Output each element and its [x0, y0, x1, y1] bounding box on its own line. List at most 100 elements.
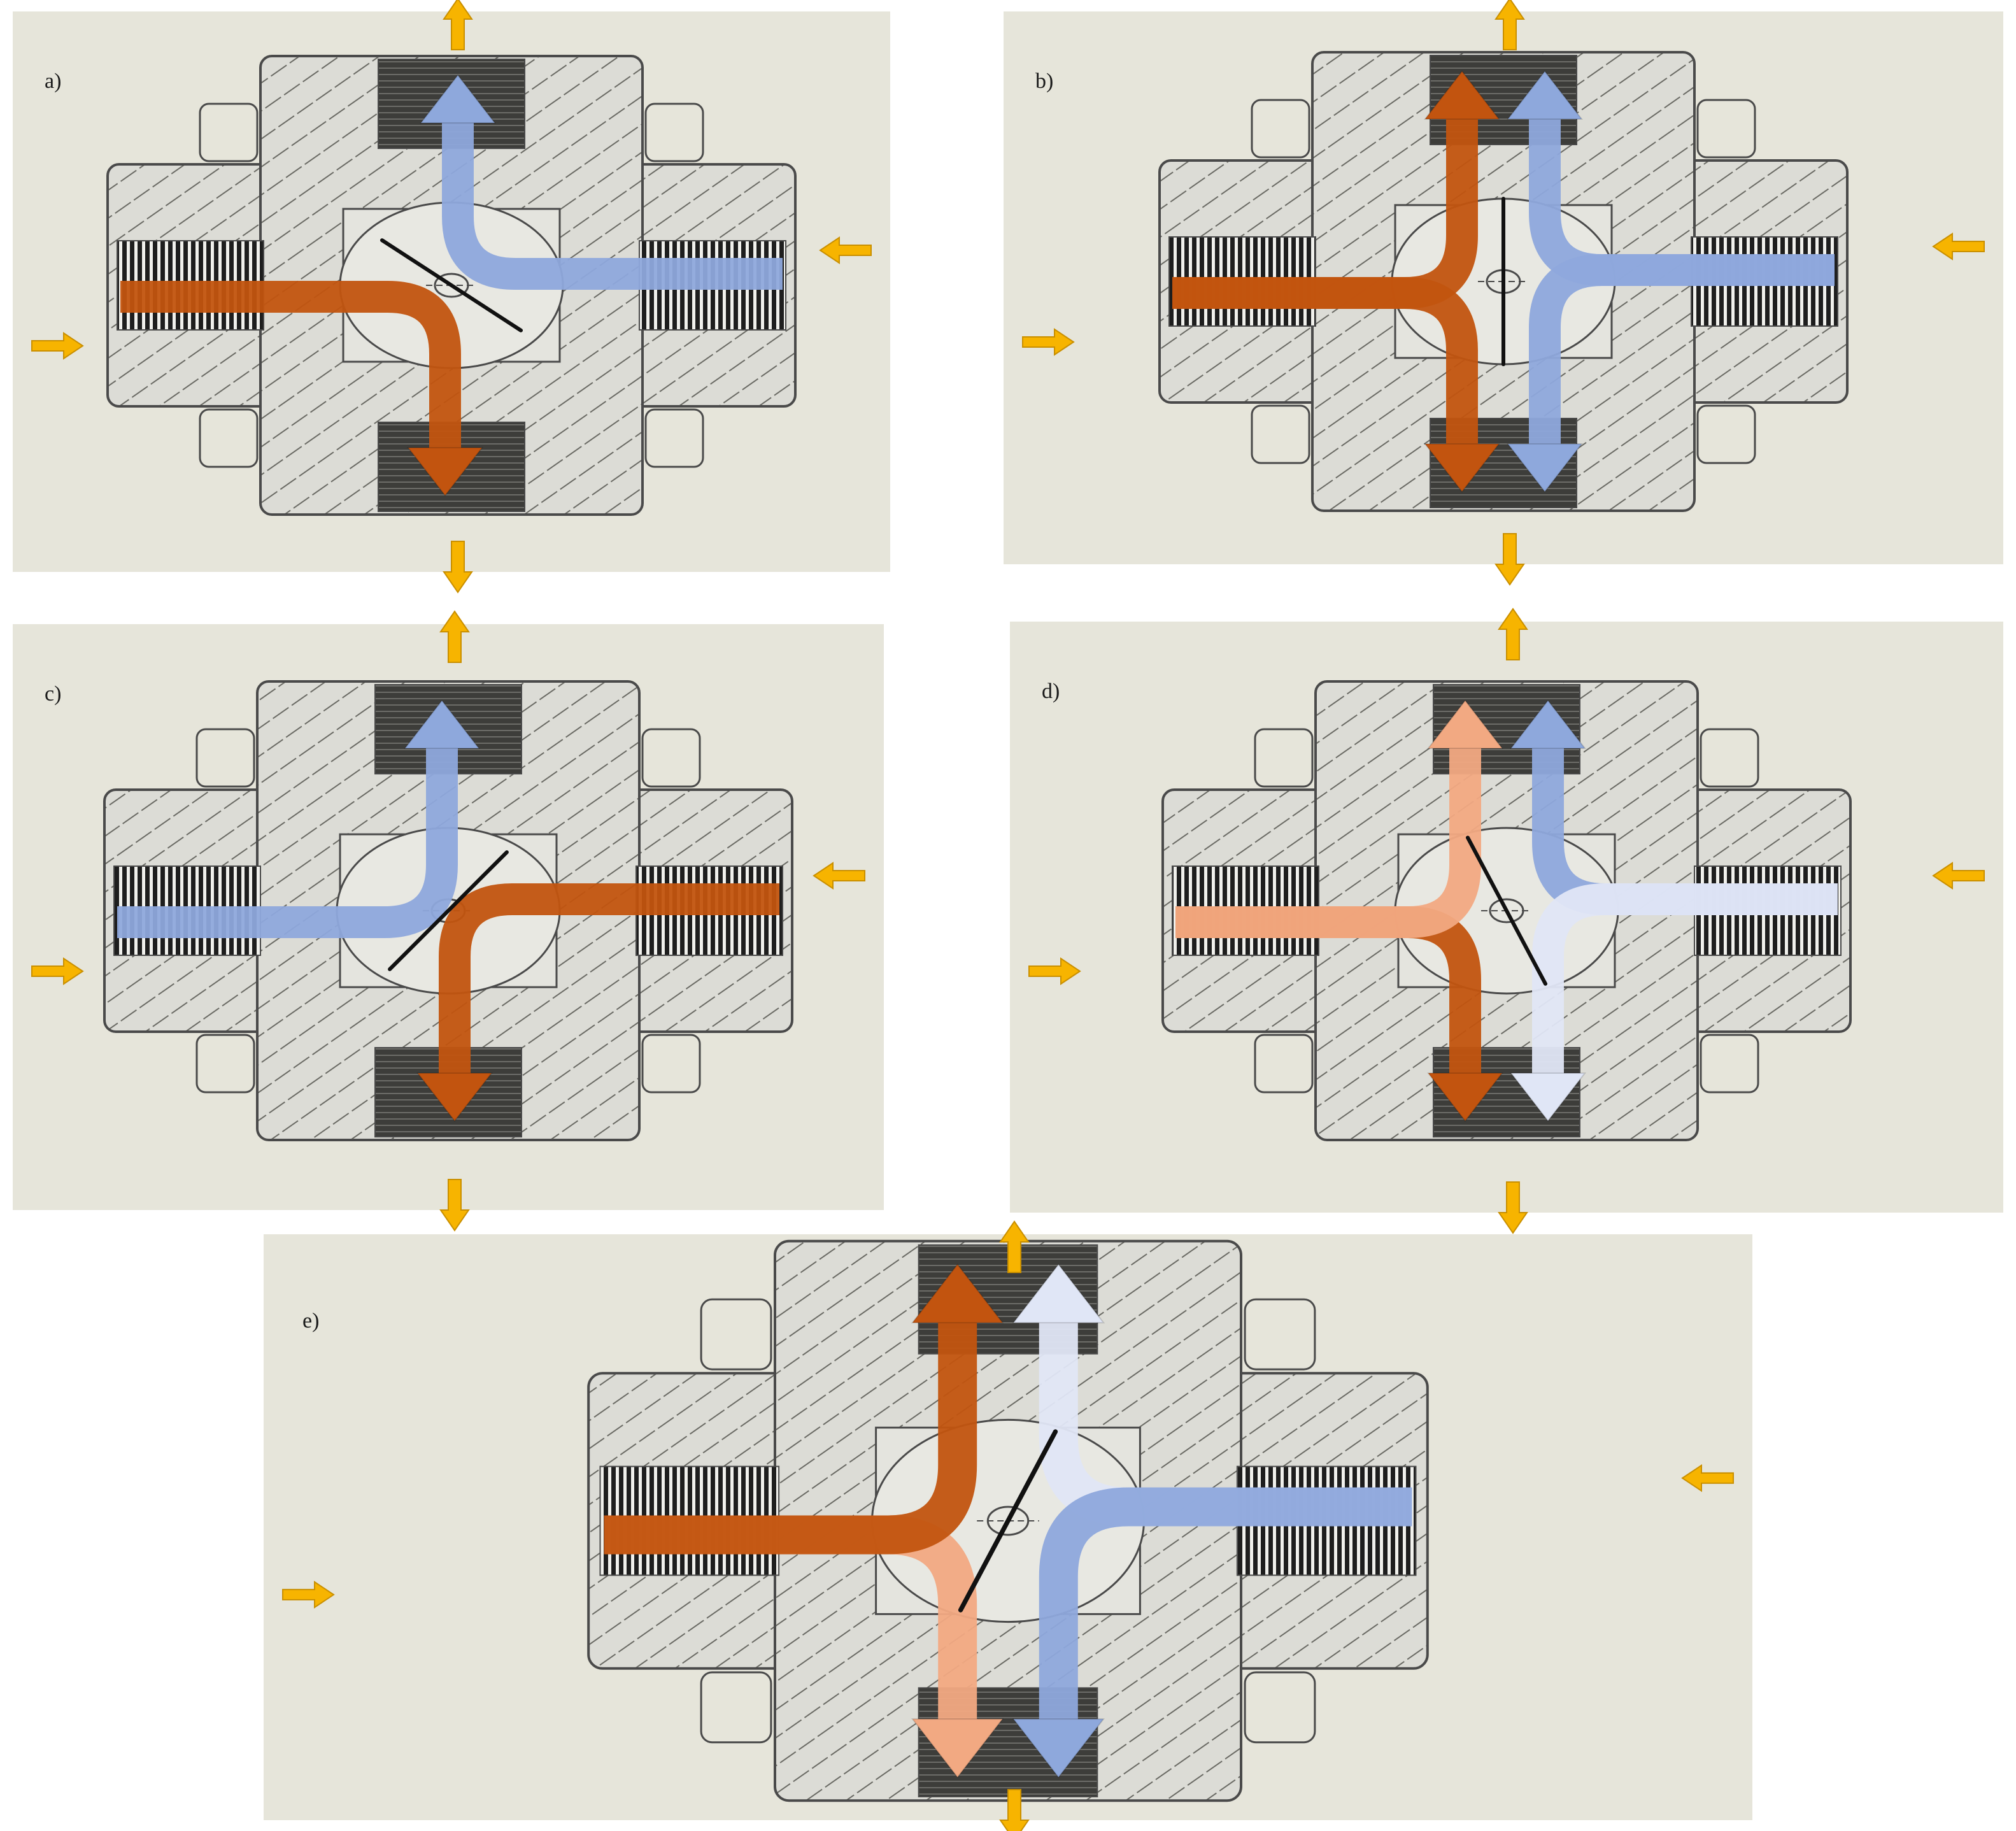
cool-flow-down-head — [1509, 1072, 1587, 1122]
flow-arrows — [117, 699, 779, 1122]
arrow-down-icon — [999, 1789, 1030, 1831]
arrow-up-icon — [1494, 0, 1525, 50]
panel-label: e) — [302, 1309, 319, 1332]
body-notch — [644, 408, 704, 468]
hot-flow-up-head — [911, 1263, 1004, 1323]
arrow-left-icon-shape — [813, 862, 865, 890]
warm-flow-up-band — [1175, 745, 1481, 938]
body-notch — [1244, 1671, 1316, 1744]
arrow-up-icon-shape — [1494, 0, 1525, 50]
hot-flow-band — [439, 883, 779, 1076]
body-notch — [1696, 404, 1756, 464]
arrow-right-icon-shape — [282, 1581, 335, 1609]
valve-flap — [388, 850, 509, 971]
arrow-left-icon-shape — [1681, 1464, 1734, 1492]
arrow-right-icon — [31, 332, 84, 360]
arrow-right-icon — [282, 1581, 335, 1609]
body-notch — [1251, 99, 1310, 159]
flow-arrows — [120, 74, 783, 497]
arrow-right-icon — [31, 957, 84, 985]
arrow-down-icon — [443, 541, 473, 594]
arrow-right-icon-shape — [1022, 328, 1075, 356]
arrow-down-icon — [439, 1179, 470, 1232]
panel-label: a) — [45, 69, 61, 93]
panel-label: d) — [1042, 680, 1060, 703]
arrow-left-icon-shape — [819, 236, 872, 264]
body-notch — [641, 728, 701, 788]
body-notch — [1251, 404, 1310, 464]
panel-c: c) — [13, 610, 884, 1232]
cold-flow-head — [419, 74, 497, 124]
arrow-down-icon — [1498, 1181, 1528, 1234]
arrow-right-icon — [1028, 957, 1081, 985]
valve-flap — [958, 1429, 1058, 1613]
cold-flow-up-head — [1506, 70, 1584, 120]
arrow-right-icon-shape — [1028, 957, 1081, 985]
cold-flow-down-band — [1529, 254, 1835, 447]
hot-flow-band — [120, 281, 461, 451]
hot-flow-head — [416, 1072, 493, 1122]
cold-flow-down-head — [1506, 443, 1584, 493]
arrow-right-icon-shape — [31, 332, 84, 360]
flow-arrows — [1175, 699, 1838, 1122]
arrow-down-icon-shape — [1494, 533, 1525, 586]
arrow-up-icon — [999, 1220, 1030, 1273]
arrow-left-icon-shape — [1932, 232, 1985, 260]
cold-flow-band — [117, 745, 458, 938]
hot-flow-up-band — [604, 1318, 977, 1555]
body-notch — [199, 408, 259, 468]
arrow-up-icon — [439, 610, 470, 663]
flow-arrows — [1172, 70, 1835, 493]
panel-b: b) — [1004, 0, 2003, 586]
cold-flow-head — [403, 699, 481, 749]
arrow-left-icon — [1681, 1464, 1734, 1492]
arrow-left-icon — [819, 236, 872, 264]
hot-flow-up-head — [1423, 70, 1501, 120]
body-notch — [644, 103, 704, 162]
arrow-up-icon-shape — [1498, 608, 1528, 660]
arrow-down-icon-shape — [1498, 1181, 1528, 1234]
hot-flow-head — [406, 447, 484, 497]
cold-flow-down-head — [1012, 1718, 1105, 1779]
panel-e: e) — [264, 1220, 1752, 1831]
body-notch — [700, 1298, 772, 1371]
arrow-down-icon-shape — [439, 1179, 470, 1232]
cold-flow-up-head — [1509, 699, 1587, 749]
arrow-left-icon — [1932, 862, 1985, 890]
panel-d: d) — [1010, 608, 2003, 1234]
cool-flow-down-band — [1532, 883, 1838, 1076]
arrow-up-icon — [1498, 608, 1528, 660]
cold-flow-band — [442, 120, 783, 290]
panel-label: b) — [1035, 69, 1053, 93]
body-notch — [195, 728, 255, 788]
arrow-right-icon — [1022, 328, 1075, 356]
arrow-down-icon — [1494, 533, 1525, 586]
body-notch — [1700, 1034, 1759, 1094]
arrow-down-icon-shape — [999, 1789, 1030, 1831]
arrow-down-icon-shape — [443, 541, 473, 594]
body-notch — [700, 1671, 772, 1744]
cool-flow-up-head — [1012, 1263, 1105, 1323]
panel-a: a) — [13, 0, 890, 594]
body-notch — [641, 1034, 701, 1094]
flow-arrows — [604, 1263, 1412, 1779]
valve-flap — [1465, 836, 1548, 986]
body-notch — [195, 1034, 255, 1094]
arrow-left-icon — [813, 862, 865, 890]
arrow-up-icon-shape — [999, 1220, 1030, 1273]
arrow-up-icon-shape — [439, 610, 470, 663]
body-notch — [1244, 1298, 1316, 1371]
panel-label: c) — [45, 682, 61, 706]
arrow-left-icon — [1932, 232, 1985, 260]
body-notch — [1254, 1034, 1314, 1094]
warm-flow-down-head — [911, 1718, 1004, 1779]
body-notch — [1700, 728, 1759, 788]
body-notch — [199, 103, 259, 162]
arrow-up-icon-shape — [443, 0, 473, 50]
arrow-left-icon-shape — [1932, 862, 1985, 890]
hot-flow-down-band — [1172, 277, 1478, 447]
body-notch — [1696, 99, 1756, 159]
body-notch — [1254, 728, 1314, 788]
arrow-up-icon — [443, 0, 473, 50]
